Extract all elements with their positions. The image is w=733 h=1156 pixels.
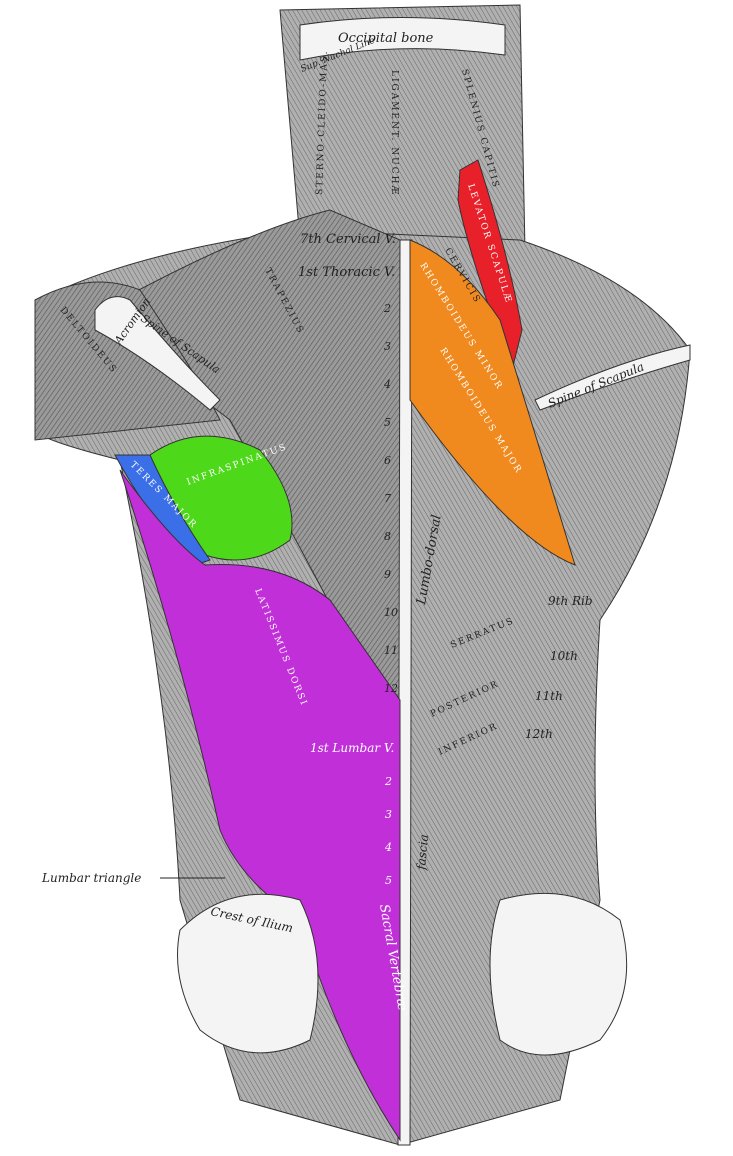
occipital-bone: [299, 17, 506, 61]
thoracic-number: 5: [384, 416, 391, 429]
label-ligament-nuchae: LIGAMENT. NUCHÆ: [389, 70, 399, 197]
lumbar-number: 3: [385, 808, 392, 821]
label-7th-cervical: 7th Cervical V.: [300, 232, 396, 247]
thoracic-number: 10: [384, 606, 398, 619]
label-10th-rib: 10th: [550, 649, 578, 663]
spine-of-scapula-right: [534, 344, 691, 411]
thoracic-vertebra-numbers: 2 3 4 5 6 7 8 9 10 11 12: [383, 302, 398, 695]
ilium-left: [177, 893, 319, 1054]
thoracic-number: 9: [384, 568, 391, 581]
label-11th-rib: 11th: [535, 689, 563, 703]
label-12th-rib: 12th: [525, 727, 553, 741]
thoracic-number: 2: [383, 302, 391, 315]
thoracic-number: 4: [383, 378, 391, 391]
thoracic-number: 3: [384, 340, 391, 353]
ilium-right: [489, 892, 628, 1056]
spine-of-scapula-left: [94, 296, 221, 411]
thoracic-number: 7: [384, 492, 391, 505]
thoracic-number: 12: [384, 682, 398, 695]
thoracic-number: 8: [384, 530, 391, 543]
label-1st-lumbar: 1st Lumbar V.: [310, 741, 394, 755]
thoracic-number: 6: [384, 454, 391, 467]
latissimus-dorsi: [119, 469, 401, 1142]
label-9th-rib: 9th Rib: [548, 594, 593, 608]
lumbar-number: 2: [384, 775, 392, 788]
thoracic-number: 11: [384, 644, 398, 657]
levator-scapulae: [457, 159, 523, 372]
lumbar-vertebra-numbers: 2 3 4 5: [384, 775, 392, 887]
label-lumbar-triangle: Lumbar triangle: [41, 871, 141, 885]
label-occipital-bone: Occipital bone: [338, 31, 434, 46]
lumbar-number: 5: [385, 874, 392, 887]
lumbar-number: 4: [384, 841, 392, 854]
label-fascia: fascia: [414, 834, 431, 872]
rhomboideus: [409, 239, 576, 566]
label-1st-thoracic: 1st Thoracic V.: [298, 265, 395, 280]
